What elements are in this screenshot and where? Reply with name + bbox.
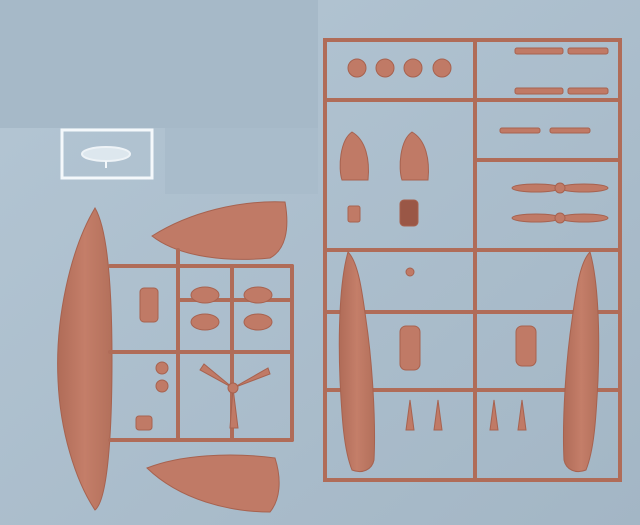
dark-bracket	[399, 199, 419, 227]
drop-tank-lower	[146, 454, 280, 513]
exhaust-parts	[190, 286, 273, 331]
small-part-box	[139, 287, 159, 323]
wing-half-left	[57, 207, 113, 511]
right-sprue	[323, 38, 622, 482]
clear-canopy-sprue	[60, 128, 154, 180]
propeller-right-lower	[511, 212, 609, 224]
background-light-patch	[0, 0, 318, 128]
propeller-left	[199, 363, 271, 429]
fuselage-half-right	[562, 251, 600, 473]
center-part-right	[515, 325, 537, 367]
small-wheel-2	[155, 379, 169, 393]
wheels-row	[347, 58, 452, 78]
drop-tank-upper	[151, 201, 288, 260]
small-block	[347, 205, 361, 223]
small-wheel-1	[155, 361, 169, 375]
small-disc	[405, 267, 415, 277]
tail-fin-right	[399, 131, 429, 181]
small-bracket	[135, 415, 153, 431]
left-sprue	[57, 201, 294, 513]
tail-fin-left	[339, 131, 369, 181]
detail-parts-top-right	[499, 47, 609, 134]
propeller-right-upper	[511, 182, 609, 194]
center-part-left	[399, 325, 421, 371]
background-light-patch-2	[165, 128, 318, 194]
landing-gear-parts	[405, 399, 527, 431]
fuselage-half-left	[338, 251, 376, 473]
